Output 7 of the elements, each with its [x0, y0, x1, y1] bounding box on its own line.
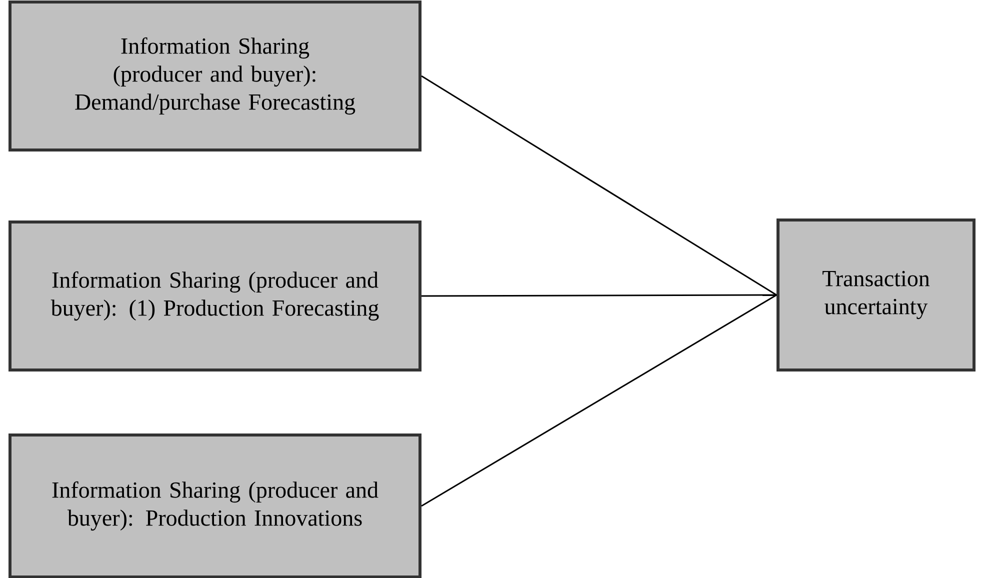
- connector-line: [422, 294, 777, 297]
- connector-line: [421, 294, 777, 507]
- process-box: Information Sharing (producer and buyer): (1) Production Forecasting: [8, 220, 422, 372]
- process-box: Transaction uncertainty: [776, 218, 976, 372]
- process-box: Information Sharing (producer and buyer): Production Innovations: [8, 434, 422, 578]
- connector-line: [421, 75, 777, 296]
- process-box: Information Sharing (producer and buyer): Demand/purchase Forecasting: [8, 0, 422, 152]
